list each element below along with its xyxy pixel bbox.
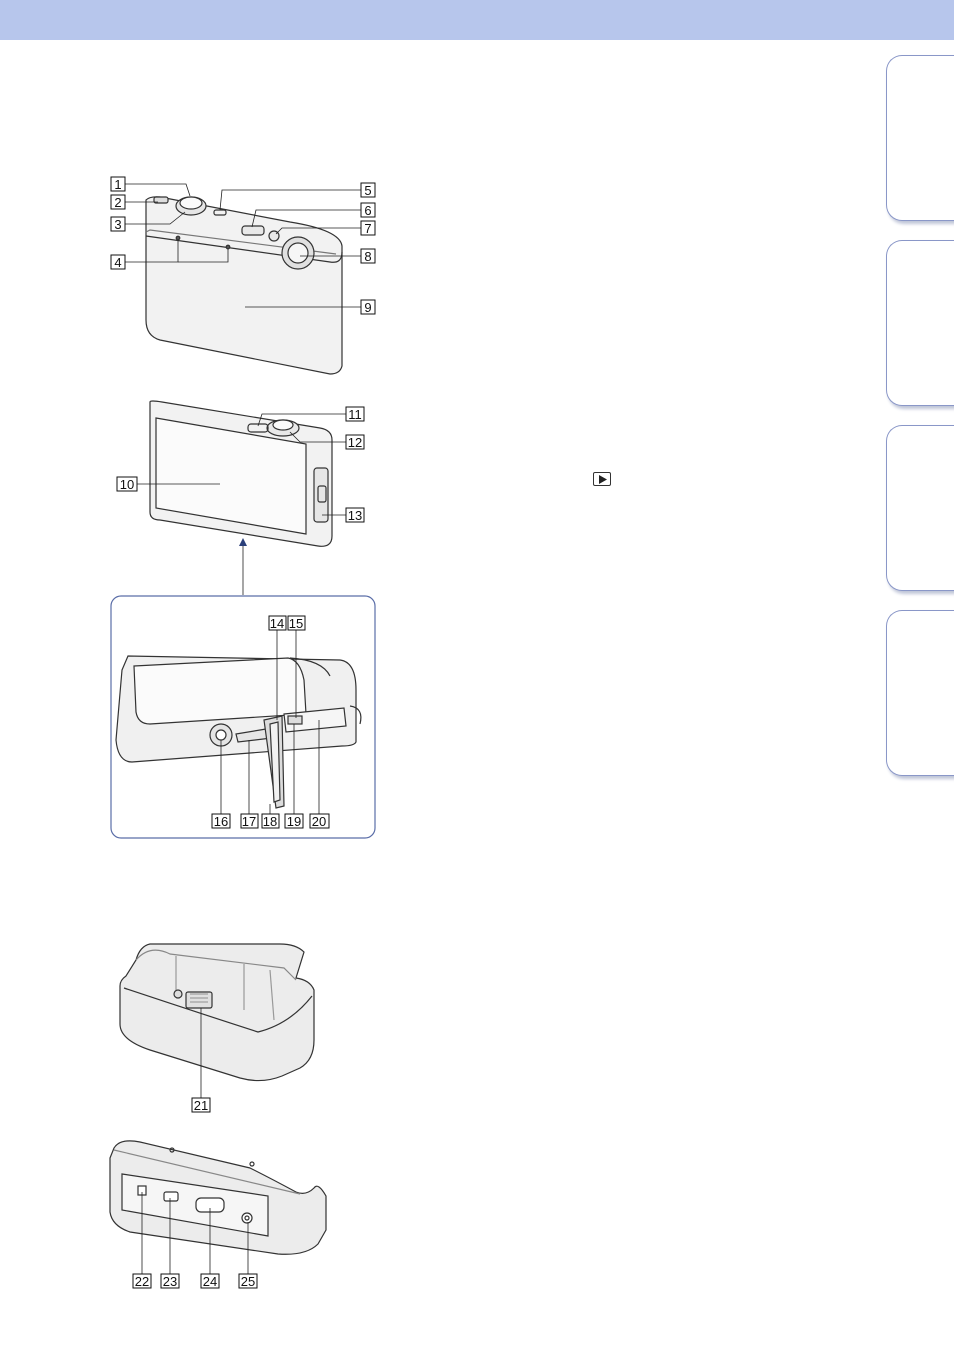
callout-17: 17 [242,814,256,829]
callout-5: 5 [364,183,371,198]
callout-7: 7 [364,221,371,236]
camera-front-illustration [146,197,342,374]
camera-bottom-illustration [116,656,361,808]
callout-24: 24 [203,1274,217,1289]
callout-6: 6 [364,203,371,218]
callout-3: 3 [114,217,121,232]
callout-14: 14 [270,616,284,631]
callout-1: 1 [114,177,121,192]
callout-19: 19 [287,814,301,829]
callout-16: 16 [214,814,228,829]
callout-12: 12 [348,435,362,450]
callout-8: 8 [364,249,371,264]
callout-20: 20 [312,814,326,829]
callout-21: 21 [194,1098,208,1113]
callout-18: 18 [263,814,277,829]
callout-13: 13 [348,508,362,523]
callout-25: 25 [241,1274,255,1289]
callout-22: 22 [135,1274,149,1289]
callout-9: 9 [364,300,371,315]
cradle-front-illustration [120,944,314,1081]
callout-11: 11 [348,407,362,422]
callout-4: 4 [114,255,121,270]
callout-23: 23 [163,1274,177,1289]
camera-back-illustration [150,401,332,546]
callout-2: 2 [114,195,121,210]
callout-15: 15 [289,616,303,631]
callout-10: 10 [120,477,134,492]
